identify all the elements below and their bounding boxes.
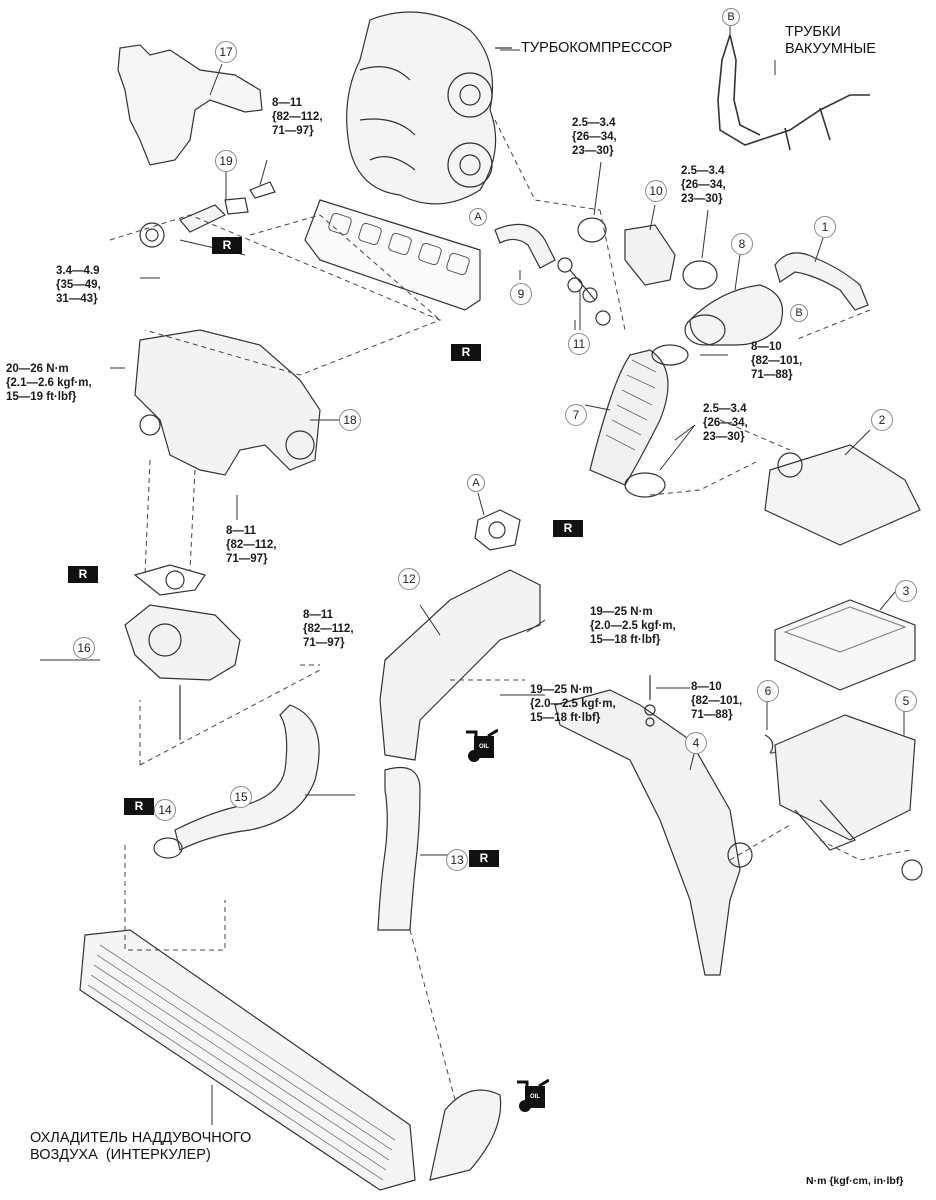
- torque-spec-hose-nut: 8—10 {82—101, 71—88}: [751, 341, 803, 381]
- intake-manifold-drawing: [134, 329, 321, 476]
- intercooler-drawing: [79, 929, 502, 1191]
- callout-17: 17: [215, 41, 237, 63]
- turbocharger-drawing: [346, 11, 512, 205]
- torque-spec-throttle-bolt: 8—11 {82—112, 71—97}: [303, 609, 354, 649]
- clamp-b-drawing: [682, 260, 718, 290]
- units-note: N·m {kgf·cm, in·lbf}: [806, 1175, 904, 1187]
- torque-spec-heat-shield-bolt: 8—11 {82—112, 71—97}: [272, 97, 323, 137]
- meter-10-drawing: [624, 224, 676, 286]
- clip-6-drawing: [764, 734, 776, 754]
- callout-14: 14: [154, 799, 176, 821]
- air-cleaner-cover-drawing: [764, 444, 921, 546]
- replace-badge-pipe12-gasket: R: [553, 520, 583, 537]
- replace-badge-hose13: R: [469, 850, 499, 867]
- callout-6: 6: [757, 680, 779, 702]
- throttle-body-drawing: [124, 604, 241, 681]
- hose-1-drawing: [774, 252, 869, 311]
- torque-spec-manifold-stud: 8—11 {82—112, 71—97}: [226, 525, 277, 565]
- pipe-12-drawing: [379, 569, 541, 761]
- torque-spec-manifold-bolt: 20—26 N·m {2.1—2.6 kgf·m, 15—19 ft·lbf}: [6, 363, 92, 403]
- air-duct-4-drawing: [554, 689, 741, 976]
- callout-7: 7: [565, 404, 587, 426]
- air-cleaner-case-drawing: [774, 714, 916, 841]
- callout-18: 18: [339, 409, 361, 431]
- hose-9-drawing: [494, 223, 556, 269]
- ref-b-hose: B: [790, 304, 808, 322]
- callout-3: 3: [895, 580, 917, 602]
- gasket-a-drawing: [474, 509, 521, 551]
- torque-spec-pipe12-nut-lower: 19—25 N·m {2.0—2.5 kgf·m, 15—18 ft·lbf}: [530, 684, 616, 724]
- hose-15-drawing: [174, 704, 320, 851]
- callout-11: 11: [568, 333, 590, 355]
- ref-b-tubes: B: [722, 8, 740, 26]
- callout-16: 16: [73, 637, 95, 659]
- callout-12: 12: [398, 568, 420, 590]
- oil-can-icon: OIL: [466, 728, 498, 762]
- pipe-19-drawing: [139, 181, 276, 248]
- torque-spec-studs: 3.4—4.9 {35—49, 31—43}: [56, 265, 101, 305]
- fittings-11-drawing: [557, 257, 611, 326]
- callout-15: 15: [230, 786, 252, 808]
- torque-spec-clamp-meter: 2.5—3.4 {26—34, 23—30}: [681, 165, 726, 205]
- svg-text:OIL: OIL: [530, 1094, 540, 1100]
- oil-can-icon: OIL: [517, 1078, 549, 1112]
- torque-spec-clamp-hose7: 2.5—3.4 {26—34, 23—30}: [703, 403, 748, 443]
- throttle-gasket-drawing: [133, 564, 206, 596]
- callout-9: 9: [510, 283, 532, 305]
- hose-7-drawing: [589, 349, 669, 486]
- hose-8-drawing: [689, 284, 784, 346]
- torque-spec-duct-bolt: 8—10 {82—101, 71—88}: [691, 681, 743, 721]
- replace-badge-manifold-gasket: R: [451, 344, 481, 361]
- callout-10: 10: [645, 180, 667, 202]
- vacuum-tubes-label: ТРУБКИ ВАКУУМНЫЕ: [785, 24, 876, 57]
- heat-shield-drawing: [117, 44, 263, 166]
- replace-badge-throttle-gasket: R: [68, 566, 98, 583]
- hose-13-drawing: [377, 766, 421, 931]
- ref-a-pipe: A: [467, 474, 485, 492]
- turbocharger-label: ТУРБОКОМПРЕССОР: [521, 40, 673, 56]
- callout-13: 13: [446, 849, 468, 871]
- callout-1: 1: [814, 216, 836, 238]
- torque-spec-clamp-turbo: 2.5—3.4 {26—34, 23—30}: [572, 117, 617, 157]
- replace-badge-pipe19-gasket: R: [212, 237, 242, 254]
- callout-4: 4: [685, 732, 707, 754]
- vacuum-tubes-drawing: [717, 34, 870, 151]
- intake-gasket-drawing: [304, 199, 481, 311]
- air-filter-drawing: [774, 599, 916, 691]
- callout-8: 8: [731, 233, 753, 255]
- svg-text:OIL: OIL: [479, 744, 489, 750]
- clamp-14-drawing: [153, 837, 183, 859]
- callout-5: 5: [895, 690, 917, 712]
- replace-badge-clamp14: R: [124, 798, 154, 815]
- ref-a-turbo: A: [469, 208, 487, 226]
- callout-19: 19: [215, 150, 237, 172]
- callout-2: 2: [871, 409, 893, 431]
- intercooler-label: ОХЛАДИТЕЛЬ НАДДУВОЧНОГО ВОЗДУХА (ИНТЕРКУ…: [30, 1130, 252, 1163]
- clamp-a-drawing: [577, 217, 607, 243]
- torque-spec-pipe12-nut-upper: 19—25 N·m {2.0—2.5 kgf·m, 15—18 ft·lbf}: [590, 606, 676, 646]
